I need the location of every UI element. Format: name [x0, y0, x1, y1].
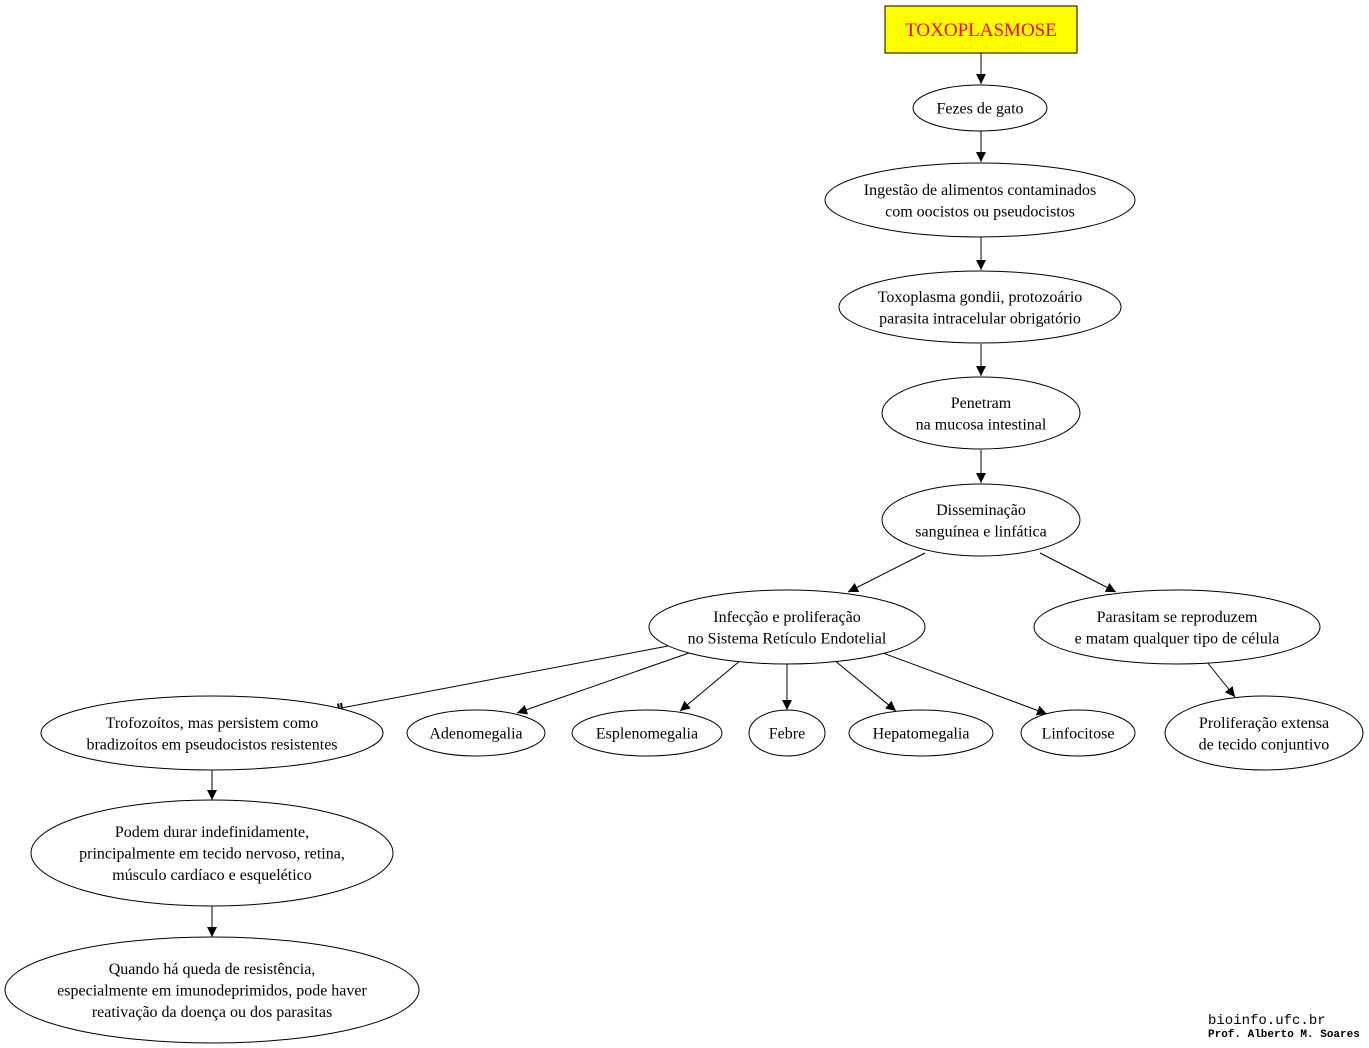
node-febre: Febre — [748, 709, 826, 757]
node-proliferacao-shape — [1164, 695, 1364, 771]
credit-site: bioinfo.ufc.br — [1208, 1013, 1326, 1029]
node-febre-line: Febre — [769, 726, 805, 743]
node-linfocitose-shape — [1020, 709, 1136, 757]
node-ingestao-line: Ingestão de alimentos contaminados — [864, 182, 1096, 199]
node-parasitam-line: e matam qualquer tipo de célula — [1075, 630, 1280, 647]
node-podem: Podem durar indefinidamente, principalmen… — [30, 799, 394, 907]
node-disseminacao-line: sanguínea e linfática — [915, 523, 1047, 540]
node-disseminacao: Disseminação sanguínea e linfática — [881, 483, 1081, 557]
node-trofozoitos-line: Trofozoítos, mas persistem como — [106, 715, 319, 732]
node-podem-line: Podem durar indefinidamente, — [115, 824, 309, 841]
node-penetram: Penetram na mucosa intestinal — [881, 376, 1081, 450]
edge-infeccao-trofozoitos — [335, 645, 669, 710]
node-infeccao: Infecção e proliferação no Sistema Retícu… — [648, 589, 926, 665]
edge-infeccao-adenomegalia — [516, 652, 690, 715]
node-linfocitose-line: Linfocitose — [1042, 726, 1115, 743]
node-toxoplasma-line: Toxoplasma gondii, protozoário — [878, 289, 1083, 306]
node-trofozoitos: Trofozoítos, mas persistem como bradizoít… — [40, 695, 384, 771]
node-proliferacao-line: Proliferação extensa — [1199, 715, 1329, 732]
node-toxoplasma-line: parasita intracelular obrigatório — [879, 310, 1081, 327]
edge-parasitam-proliferacao — [1206, 661, 1236, 698]
node-esplenomegalia: Esplenomegalia — [571, 709, 723, 757]
edge-infeccao-esplenomegalia — [679, 659, 742, 712]
node-adenomegalia-shape — [406, 709, 546, 757]
node-fezes-line: Fezes de gato — [936, 101, 1023, 118]
title-box — [884, 5, 1078, 54]
edge-disseminacao-parasitam — [1039, 552, 1117, 593]
node-ingestao: Ingestão de alimentos contaminados com oo… — [824, 162, 1136, 238]
node-hepatomegalia: Hepatomegalia — [848, 709, 994, 757]
node-fezes-shape — [912, 84, 1048, 132]
node-disseminacao-shape — [881, 483, 1081, 557]
node-proliferacao: Proliferação extensa de tecido conjuntivo — [1164, 695, 1364, 771]
node-proliferacao-line: de tecido conjuntivo — [1199, 736, 1330, 753]
node-disseminacao-line: Disseminação — [936, 502, 1026, 519]
node-parasitam: Parasitam se reproduzem e matam qualquer … — [1033, 589, 1321, 665]
node-adenomegalia-line: Adenomegalia — [429, 726, 522, 743]
node-fezes: Fezes de gato — [912, 84, 1048, 132]
node-podem-shape — [30, 799, 394, 907]
node-quando-shape — [4, 936, 420, 1044]
node-toxoplasma: Toxoplasma gondii, protozoário parasita i… — [838, 270, 1122, 344]
node-toxoplasma-shape — [838, 270, 1122, 344]
title-text: TOXOPLASMOSE — [905, 20, 1057, 41]
node-podem-line: músculo cardíaco e esquelético — [112, 867, 311, 884]
node-quando: Quando há queda de resistência, especialm… — [4, 936, 420, 1044]
node-ingestao-shape — [824, 162, 1136, 238]
node-quando-line: Quando há queda de resistência, — [109, 961, 316, 978]
node-penetram-shape — [881, 376, 1081, 450]
edge-disseminacao-infeccao — [847, 552, 926, 593]
node-infeccao-shape — [648, 589, 926, 665]
node-quando-line: reativação da doença ou dos parasitas — [92, 1004, 332, 1021]
edge-infeccao-hepatomegalia — [833, 659, 897, 712]
node-parasitam-line: Parasitam se reproduzem — [1097, 609, 1258, 626]
node-infeccao-line: Infecção e proliferação — [713, 609, 860, 626]
node-penetram-line: Penetram — [951, 395, 1012, 412]
node-adenomegalia: Adenomegalia — [406, 709, 546, 757]
node-linfocitose: Linfocitose — [1020, 709, 1136, 757]
node-parasitam-shape — [1033, 589, 1321, 665]
credit-author: Prof. Alberto M. Soares — [1208, 1029, 1360, 1041]
node-esplenomegalia-line: Esplenomegalia — [596, 726, 698, 743]
node-esplenomegalia-shape — [571, 709, 723, 757]
node-podem-line: principalmente em tecido nervoso, retina… — [79, 846, 345, 863]
edge-infeccao-linfocitose — [882, 652, 1048, 716]
node-trofozoitos-line: bradizoítos em pseudocistos resistentes — [86, 736, 337, 753]
node-febre-shape — [748, 709, 826, 757]
node-penetram-line: na mucosa intestinal — [916, 416, 1047, 433]
node-infeccao-line: no Sistema Retículo Endotelial — [688, 630, 887, 647]
node-hepatomegalia-line: Hepatomegalia — [873, 726, 970, 743]
node-hepatomegalia-shape — [848, 709, 994, 757]
node-title: TOXOPLASMOSE — [884, 5, 1078, 54]
node-trofozoitos-shape — [40, 695, 384, 771]
edges-layer — [207, 53, 1236, 937]
node-ingestao-line: com oocistos ou pseudocistos — [885, 203, 1075, 220]
node-quando-line: especialmente em imunodeprimidos, pode h… — [57, 983, 367, 1000]
